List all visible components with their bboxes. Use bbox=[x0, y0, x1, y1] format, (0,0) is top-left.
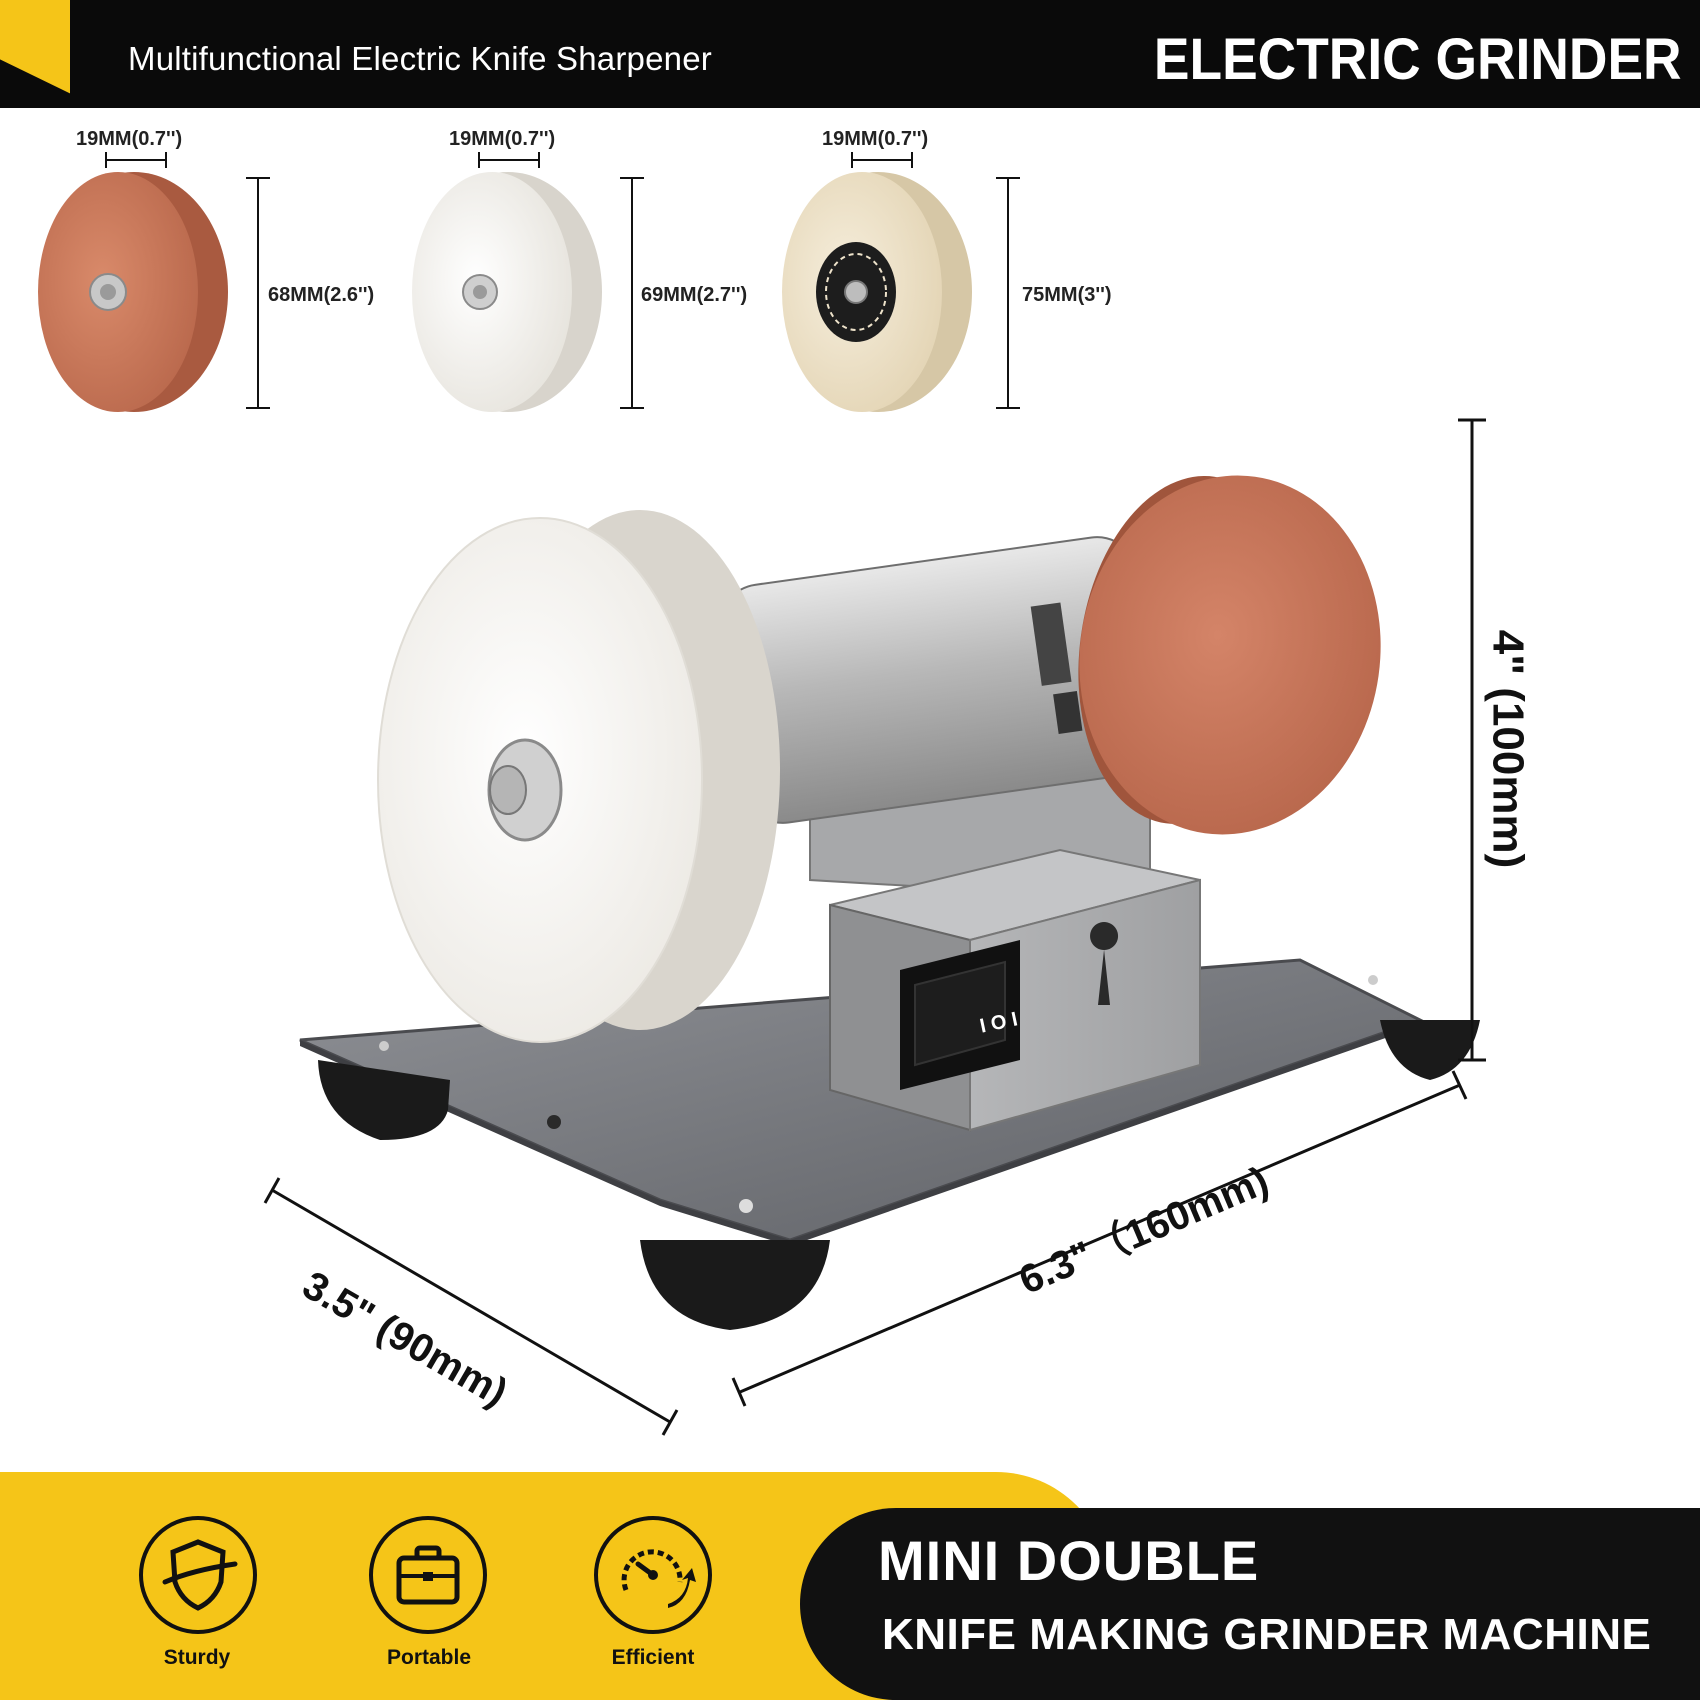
portable-feature-badge bbox=[369, 1516, 487, 1634]
height-dimension-label: 4" (100mm) bbox=[1483, 629, 1533, 869]
white-wheel bbox=[412, 172, 602, 412]
portable-label: Portable bbox=[386, 1646, 472, 1669]
title-banner bbox=[800, 1508, 1700, 1700]
speedometer-icon bbox=[621, 1549, 696, 1608]
efficient-label: Efficient bbox=[611, 1646, 695, 1669]
wheel1-width-label: 19MM(0.7'') bbox=[76, 128, 183, 150]
brown-wheel-dimension-lines bbox=[105, 152, 270, 409]
header-title: ELECTRIC GRINDER bbox=[1154, 27, 1682, 92]
cotton-wheel-dimension-lines bbox=[851, 152, 1020, 409]
wheel2-width-label: 19MM(0.7'') bbox=[449, 128, 556, 150]
grinder-machine-graphic bbox=[263, 418, 1486, 1436]
wheel-accessories-graphic bbox=[38, 152, 1020, 412]
left-white-grinding-wheel bbox=[377, 510, 780, 1043]
wheel1-height-label: 68MM(2.6'') bbox=[268, 284, 375, 306]
banner-title-line2: KNIFE MAKING GRINDER MACHINE bbox=[882, 1610, 1652, 1659]
wheel3-height-label: 75MM(3'') bbox=[1022, 284, 1112, 306]
rubber-feet bbox=[318, 1020, 1480, 1330]
rocker-switch bbox=[900, 940, 1020, 1090]
header-bar bbox=[0, 0, 1700, 108]
efficient-feature-badge bbox=[594, 1516, 712, 1634]
wheel3-width-label: 19MM(0.7'') bbox=[822, 128, 929, 150]
motor bbox=[719, 536, 1161, 824]
sturdy-feature-badge bbox=[139, 1516, 257, 1634]
dimension-lines bbox=[263, 418, 1486, 1436]
right-brown-grinding-wheel bbox=[1078, 475, 1381, 835]
banner-title-line1: MINI DOUBLE bbox=[878, 1529, 1260, 1592]
shield-icon bbox=[162, 1539, 238, 1611]
white-wheel-dimension-lines bbox=[478, 152, 644, 409]
header-accent-divider bbox=[70, 0, 108, 108]
header-subtitle: Multifunctional Electric Knife Sharpener bbox=[128, 40, 712, 77]
cotton-buffing-wheel bbox=[782, 172, 972, 412]
brown-wheel bbox=[38, 172, 228, 412]
sturdy-label: Sturdy bbox=[163, 1646, 231, 1669]
briefcase-icon bbox=[396, 1545, 460, 1605]
wheel2-height-label: 69MM(2.7'') bbox=[641, 284, 748, 306]
